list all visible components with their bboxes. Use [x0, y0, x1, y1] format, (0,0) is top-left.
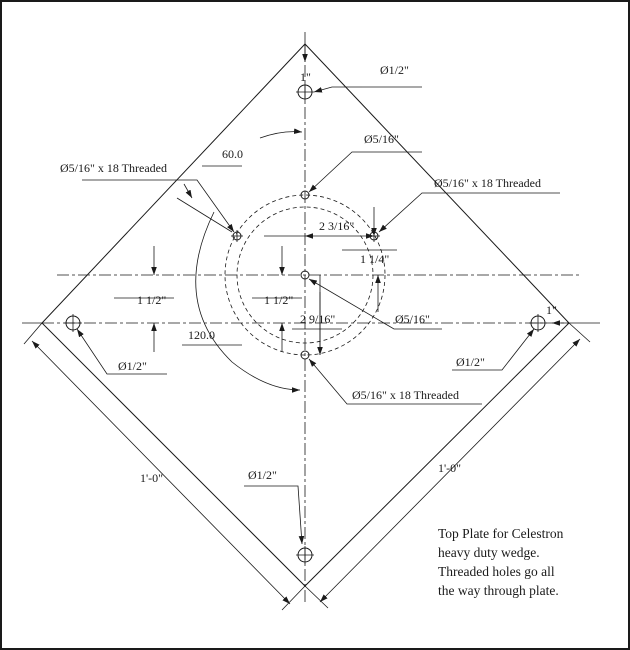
right-offset-label: 1" [546, 303, 557, 317]
dim-1-1-4-label: 1 1/4" [360, 252, 389, 266]
note-line-3: Threaded holes go all [438, 564, 555, 579]
top-offset-label: 1" [300, 70, 311, 84]
bottom-hole-leader [244, 485, 305, 545]
right-side-dimension [319, 338, 581, 603]
angle-60-label: 60.0 [222, 147, 243, 161]
inner-bolt-circle [236, 206, 374, 344]
right-hole-label: Ø1/2" [456, 355, 485, 369]
center-hole-leader [308, 278, 442, 330]
right-hole [529, 314, 547, 332]
left-hole-label: Ø1/2" [118, 359, 147, 373]
angle-120-label: 120.0 [188, 328, 215, 342]
dim-2-9-16-label: 2 9/16" [300, 312, 335, 326]
left-threaded-leader [82, 179, 235, 233]
dim-center-1-1-2-label: 1 1/2" [264, 293, 293, 307]
outer-bolt-circle [224, 194, 386, 356]
angle-60-arc [259, 128, 303, 139]
left-hole [64, 314, 82, 332]
note-line-4: the way through plate. [438, 583, 559, 598]
center-upper-hole-leader [308, 151, 422, 193]
side-right-label: 1'-0" [438, 461, 461, 475]
dim-2-3-16-label: 2 3/16" [319, 219, 354, 233]
left-side-dimension [31, 340, 291, 605]
left-threaded-label: Ø5/16" x 18 Threaded [60, 161, 167, 175]
left-threaded-hole [231, 230, 243, 242]
center-hole [300, 270, 310, 280]
center-upper-hole-label: Ø5/16" [364, 132, 399, 146]
bottom-hole [296, 546, 314, 564]
note-line-1: Top Plate for Celestron [438, 526, 564, 541]
top-hole [296, 83, 314, 101]
top-hole-label: Ø1/2" [380, 63, 409, 77]
top-hole-leader [313, 86, 362, 93]
side-left-label: 1'-0" [140, 471, 163, 485]
right-threaded-leader [378, 192, 560, 233]
bottom-threaded-label: Ø5/16" x 18 Threaded [352, 388, 459, 402]
note-line-2: heavy duty wedge. [438, 545, 540, 560]
bottom-hole-label: Ø1/2" [248, 468, 277, 482]
dim-left-1-1-2-label: 1 1/2" [137, 293, 166, 307]
center-lower-hole [300, 350, 310, 360]
right-threaded-label: Ø5/16" x 18 Threaded [434, 176, 541, 190]
center-hole-label: Ø5/16" [395, 312, 430, 326]
center-upper-hole [300, 190, 310, 200]
